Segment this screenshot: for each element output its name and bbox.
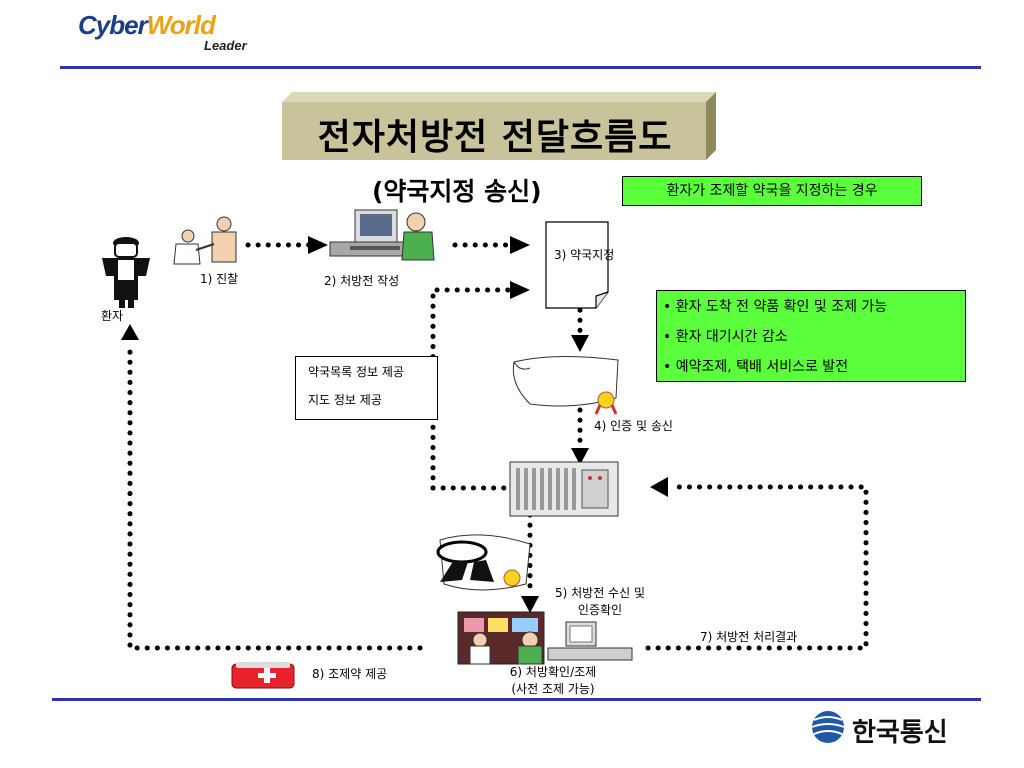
- page-title: 전자처방전 전달흐름도: [317, 117, 673, 158]
- step6-label-line2: (사전 조제 가능): [511, 682, 595, 696]
- step4-label: 4) 인증 및 송신: [594, 419, 673, 433]
- step6-label: 6) 처방확인/조제 (사전 조제 가능): [478, 664, 628, 698]
- step5-label: 5) 처방전 수신 및 인증확인: [540, 585, 660, 619]
- step6-label-line1: 6) 처방확인/조제: [509, 665, 597, 679]
- step5-label-line2: 인증확인: [577, 603, 623, 617]
- server-rack-icon: [509, 461, 619, 517]
- step8-label: 8) 조제약 제공: [312, 667, 388, 681]
- dotted-connectors: [127, 242, 869, 651]
- title-bevel-box: [282, 92, 716, 160]
- patient-icon: [102, 237, 150, 308]
- doctor-exam-icon: [173, 216, 237, 265]
- page-subtitle: (약국지정 송신): [372, 177, 542, 206]
- company-name: 한국통신: [852, 718, 948, 748]
- arrow-heads: [121, 236, 668, 613]
- prescription-document-icon: [545, 221, 609, 309]
- pharmacy-info-box: 약국목록 정보 제공 지도 정보 제공: [295, 356, 438, 420]
- certificate-scroll-icon: [512, 355, 619, 415]
- pharmacy-icon: [457, 611, 633, 665]
- step7-label: 7) 처방전 처리결과: [700, 630, 798, 644]
- step3-label: 3) 약국지정: [554, 248, 615, 262]
- bottom-divider: [52, 698, 981, 701]
- patient-label: 환자: [101, 309, 124, 323]
- info-line: 지도 정보 제공: [308, 393, 382, 407]
- top-divider: [60, 66, 981, 69]
- benefits-box: • 환자 도착 전 약품 확인 및 조제 가능 • 환자 대기시간 감소 • 예…: [656, 290, 966, 382]
- step1-label: 1) 진찰: [200, 272, 239, 286]
- scenario-note: 환자가 조제할 약국을 지정하는 경우: [622, 176, 922, 206]
- certificate-ribbon-icon: [436, 534, 531, 591]
- logo-world-text: World: [146, 10, 216, 40]
- step2-label: 2) 처방전 작성: [324, 274, 400, 288]
- cyberworld-logo: CyberWorld: [78, 10, 216, 41]
- logo-cyber-text: Cyber: [78, 10, 148, 40]
- medicine-bag-icon: [231, 662, 295, 689]
- prescription-computer-icon: [329, 209, 435, 261]
- benefit-item: • 예약조제, 택배 서비스로 발전: [663, 359, 849, 375]
- step5-label-line1: 5) 처방전 수신 및: [554, 586, 645, 600]
- info-line: 약국목록 정보 제공: [308, 365, 404, 379]
- logo-leader-text: Leader: [204, 38, 247, 53]
- kt-logo-icon: [811, 711, 845, 743]
- benefit-item: • 환자 도착 전 약품 확인 및 조제 가능: [663, 299, 888, 315]
- benefit-item: • 환자 대기시간 감소: [663, 329, 788, 345]
